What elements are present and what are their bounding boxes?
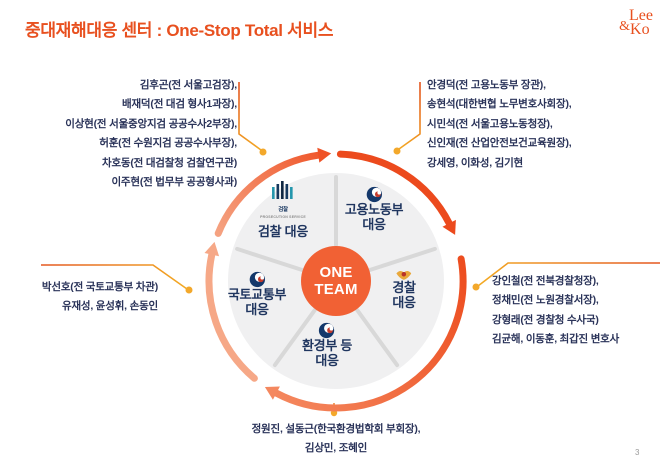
sector-label-prosecution: 검찰 대응: [258, 223, 308, 239]
person-entry: 강세영, 이화성, 김기현: [427, 156, 524, 169]
ring-arrowhead-left: [204, 241, 220, 257]
police-team-names: 강인철(전 전북경찰청장), 정채민(전 노원경찰서장), 강형래(전 경찰청 …: [492, 272, 619, 350]
spoke-lower-right: [355, 308, 400, 368]
one-team-label: ONE TEAM: [314, 264, 357, 298]
connector-dot-top-right: [393, 147, 401, 155]
connector-dot-left: [185, 286, 193, 294]
person-entry: 박선호(전 국토교통부 차관): [41, 281, 158, 293]
person-entry: 김상민, 조혜인: [304, 442, 368, 455]
leeko-logo: & Lee Ko: [619, 7, 653, 38]
person-entry: 허훈(전 수원지검 공공수사부장),: [99, 137, 237, 150]
logo-ko: Ko: [630, 21, 650, 38]
person-entry: 차호동(전 대검찰청 검찰연구관): [101, 156, 237, 169]
person-entry: 김균해, 이동훈, 최갑진 변호사: [492, 333, 620, 346]
labor-team-names: 안경덕(전 고용노동부 장관), 송현석(대한변협 노무변호사회장), 시민석(…: [427, 76, 572, 173]
prosecution-logo-subtext: PROSECUTION SERVICE: [260, 214, 306, 219]
sector-environment-line1: 환경부 등: [302, 338, 352, 353]
connector-top-right: [398, 82, 421, 150]
prosecution-logo-icon: [272, 181, 294, 199]
sector-environment: 환경부 등 대응: [302, 322, 352, 368]
connector-dot-right: [472, 283, 480, 291]
ring-arc-left-top: [214, 151, 322, 237]
ring-arc-top-right: [336, 150, 453, 227]
sector-labor: 고용노동부 대응: [345, 186, 403, 232]
person-entry: 정원진, 설동근(한국환경법학회 부회장),: [251, 423, 421, 435]
person-entry: 신인재(전 산업안전보건교육원장),: [427, 137, 572, 150]
spoke-upper-left: [235, 246, 304, 272]
connector-top-left: [238, 82, 262, 151]
one-team-line2: TEAM: [314, 281, 358, 298]
connector-left: [41, 264, 188, 290]
person-entry: 이상현(전 서울중앙지검 공공수사2부장),: [65, 117, 237, 130]
person-entry: 안경덕(전 고용노동부 장관),: [427, 79, 546, 91]
govt-emblem-icon: [249, 271, 265, 288]
person-entry: 강인철(전 전북경찰청장),: [492, 275, 599, 287]
sector-spokes: [235, 175, 437, 368]
sector-environment-line2: 대응: [315, 352, 339, 368]
sector-land-line2: 대응: [245, 301, 269, 317]
sector-label-labor: 고용노동부 대응: [344, 202, 404, 232]
logo-lee: Lee: [629, 7, 653, 24]
sector-label-environment: 환경부 등 대응: [302, 338, 352, 368]
person-entry: 유재성, 윤성휘, 손동인: [61, 300, 158, 313]
person-entry: 강형래(전 경찰청 수사국): [492, 313, 599, 326]
sector-land-line1: 국토교통부: [227, 287, 287, 302]
page-title: 중대재해대응 센터 : One-Stop Total 서비스: [25, 21, 334, 40]
environment-team-names: 정원진, 설동근(한국환경법학회 부회장), 김상민, 조혜인: [175, 420, 497, 459]
person-entry: 송현석(대한변협 노무변호사회장),: [427, 98, 572, 111]
spoke-lower-left: [272, 308, 317, 368]
govt-emblem-icon: [366, 186, 382, 203]
sector-police-line2: 대응: [392, 294, 416, 310]
cycle-arrow-ring: [204, 147, 467, 412]
prosecution-logo-text: 검찰: [278, 207, 288, 213]
connector-dot-top-left: [259, 148, 267, 156]
ring-arc-right-bottom: [272, 255, 467, 412]
person-entry: 김후곤(전 서울고검장),: [139, 79, 237, 91]
one-team-circle: [301, 246, 371, 316]
one-team-line1: ONE: [319, 264, 353, 281]
ring-arrowhead-bottom: [264, 386, 280, 400]
govt-emblem-icon: [319, 322, 335, 339]
sector-prosecution: 검찰 PROSECUTION SERVICE 검찰 대응: [258, 181, 308, 239]
person-entry: 배재덕(전 대검 형사1과장),: [122, 98, 237, 111]
sector-labor-line1: 고용노동부: [344, 202, 404, 217]
ring-arc-bottom-left: [205, 251, 258, 382]
logo-text: Lee Ko: [629, 7, 653, 38]
land-team-names: 박선호(전 국토교통부 차관) 유재성, 윤성휘, 손동인: [42, 278, 158, 317]
sector-label-land: 국토교통부 대응: [227, 287, 287, 317]
spoke-upper-right: [368, 246, 437, 272]
ring-arrowhead-top: [317, 147, 332, 163]
person-entry: 시민석(전 서울고용노동청장),: [427, 117, 553, 130]
ring-arrowhead-right: [442, 219, 456, 235]
sector-police-line1: 경찰: [392, 280, 416, 295]
logo-ampersand: &: [619, 19, 631, 34]
prosecution-team-names: 김후곤(전 서울고검장), 배재덕(전 대검 형사1과장), 이상현(전 서울중…: [65, 76, 237, 192]
person-entry: 정채민(전 노원경찰서장),: [492, 294, 599, 307]
sector-labor-line2: 대응: [362, 216, 386, 232]
sector-land: 국토교통부 대응: [228, 271, 286, 317]
connector-right: [477, 262, 660, 287]
person-entry: 이주현(전 법무부 공공형사과): [111, 176, 237, 189]
page-number: 3: [635, 448, 640, 457]
sector-label-police: 경찰 대응: [392, 280, 416, 310]
sector-police: 경찰 대응: [392, 269, 416, 310]
